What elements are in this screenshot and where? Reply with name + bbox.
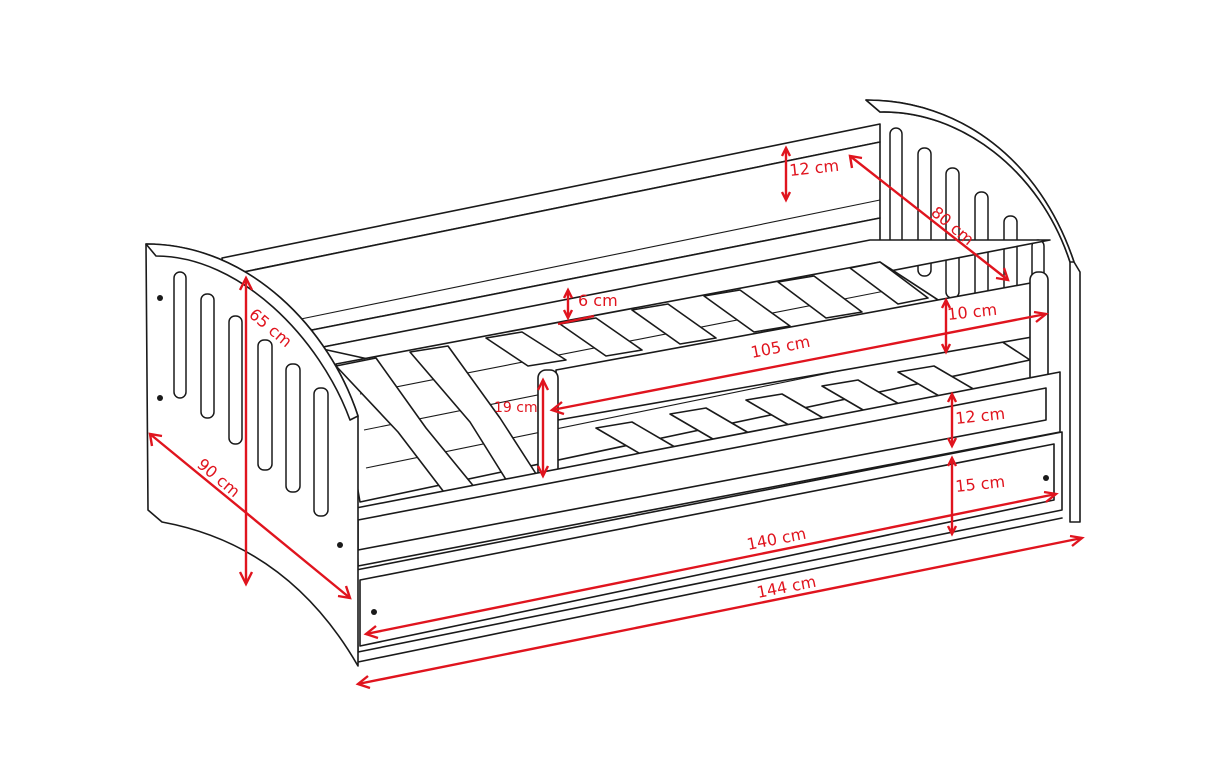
label-19cm: 19 cm: [494, 400, 538, 416]
dimension-lines: [148, 145, 1085, 690]
label-6cm: 6 cm: [578, 291, 618, 310]
front-side: [355, 371, 1063, 663]
